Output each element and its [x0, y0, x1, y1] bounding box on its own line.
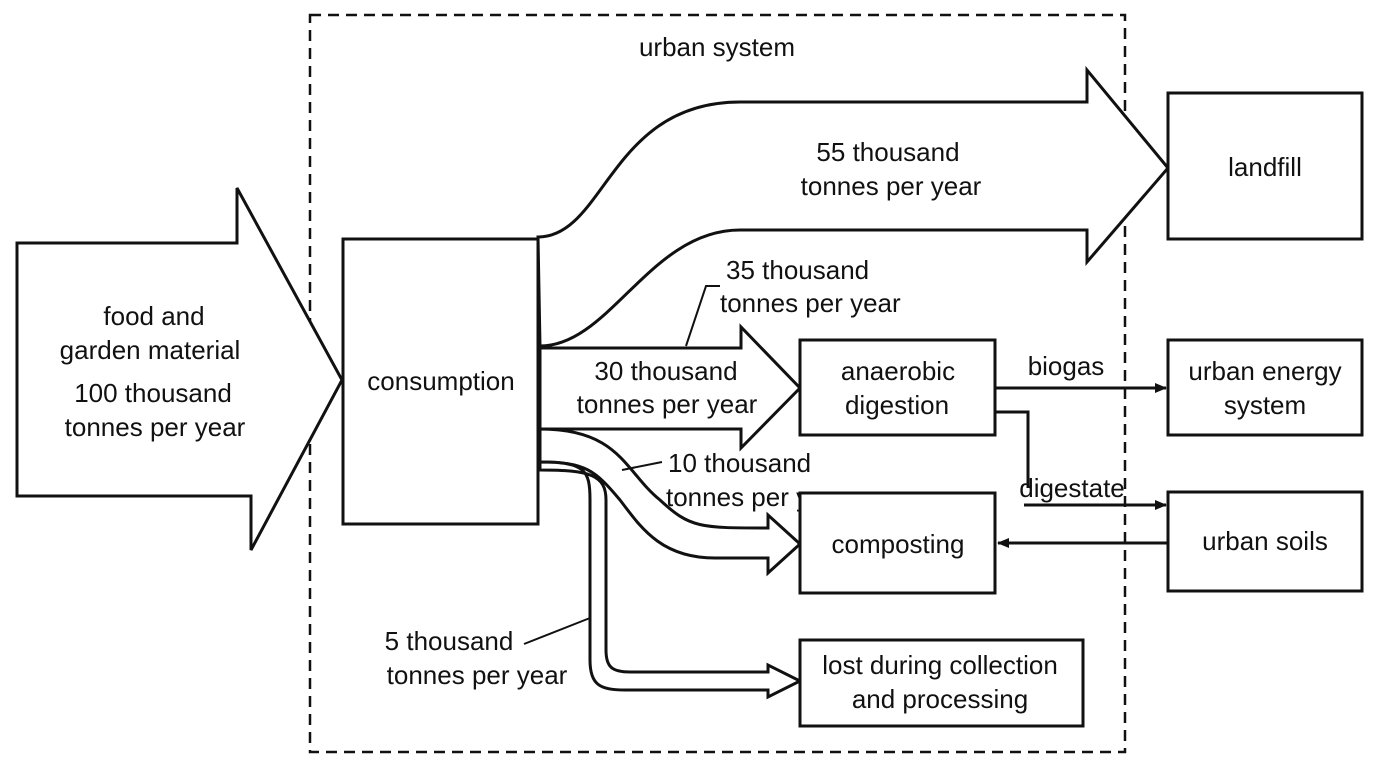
anaerobic-label-line2: digestion	[845, 390, 949, 420]
landfill-label: landfill	[1228, 152, 1302, 182]
urban-soils-label: urban soils	[1202, 526, 1328, 556]
lost-label-line2: and processing	[852, 684, 1028, 714]
input-label-line4: tonnes per year	[65, 412, 246, 442]
landfill-flow-label-line2: tonnes per year	[801, 171, 982, 201]
input-label-line1: food and	[103, 301, 204, 331]
lost-box	[798, 638, 1085, 728]
biogas-label: biogas	[1028, 351, 1105, 381]
flow-5-label-line1: 5 thousand	[385, 626, 514, 656]
urban-soils-box	[1166, 490, 1364, 593]
energy-label-line2: system	[1224, 390, 1306, 420]
landfill-flow-arrow	[536, 65, 1170, 348]
input-label-line2: garden material	[60, 335, 241, 365]
digestate-label: digestate	[1019, 473, 1125, 503]
flow-35-label-line1: 35 thousand	[726, 255, 869, 285]
digestate-connector	[995, 410, 1030, 488]
flow-30-label-line2: tonnes per year	[577, 389, 758, 419]
flow-35-label-line2: tonnes per year	[720, 288, 901, 318]
consumption-box	[341, 237, 540, 526]
composting-box	[798, 491, 997, 595]
flow-35-leader	[685, 285, 720, 347]
anaerobic-digestion-box	[798, 338, 997, 437]
flow-10-label-line1: 10 thousand	[668, 448, 811, 478]
consumption-label: consumption	[367, 366, 514, 396]
flow-30-label-line1: 30 thousand	[594, 356, 737, 386]
flow-5-leader	[523, 617, 591, 645]
landfill-box	[1166, 91, 1364, 241]
lost-flow-arrow	[538, 460, 804, 700]
energy-label-line1: urban energy	[1188, 356, 1341, 386]
urban-energy-system-box	[1166, 338, 1364, 437]
input-arrow	[15, 187, 344, 551]
lost-label-line1: lost during collection	[822, 650, 1058, 680]
input-label-line3: 100 thousand	[74, 378, 232, 408]
anaerobic-label-line1: anaerobic	[841, 356, 955, 386]
urban-system-label: urban system	[639, 32, 795, 62]
flow-5-label-line2: tonnes per year	[387, 660, 568, 690]
composting-label: composting	[832, 529, 965, 559]
landfill-flow-label-line1: 55 thousand	[816, 137, 959, 167]
anaerobic-flow-arrow	[538, 323, 803, 452]
flow-10-leader	[621, 461, 663, 471]
